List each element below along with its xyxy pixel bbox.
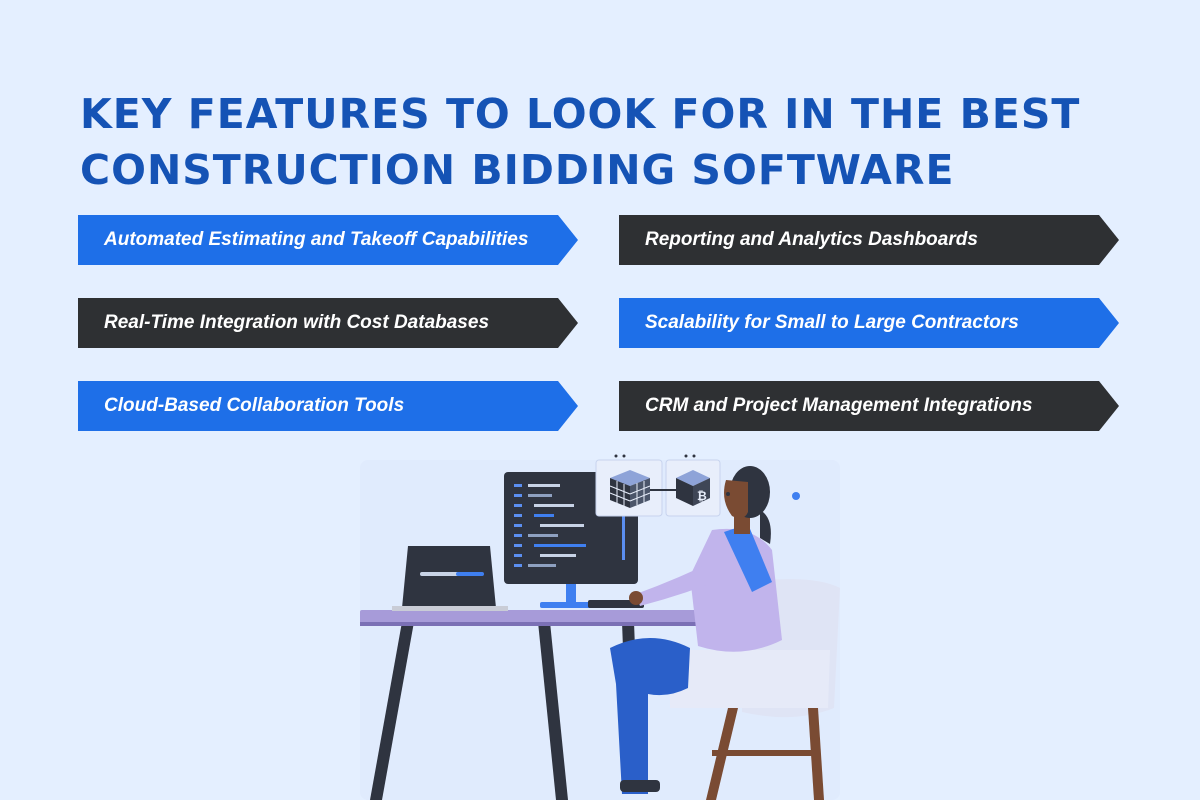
feature-banner-reporting-analytics: Reporting and Analytics Dashboards <box>619 215 1119 265</box>
feature-label: CRM and Project Management Integrations <box>645 395 1033 416</box>
feature-label: Real-Time Integration with Cost Database… <box>104 312 490 333</box>
feature-banner-crm-integrations: CRM and Project Management Integrations <box>619 381 1119 431</box>
page-title: KEY FEATURES TO LOOK FOR IN THE BEST CON… <box>80 86 1160 198</box>
page-title-line-1: KEY FEATURES TO LOOK FOR IN THE BEST <box>80 90 1081 138</box>
desk-top <box>360 610 700 624</box>
feature-label: Reporting and Analytics Dashboards <box>645 229 978 250</box>
feature-banner-automated-estimating: Automated Estimating and Takeoff Capabil… <box>78 215 578 265</box>
keyboard <box>588 600 644 608</box>
feature-label: Scalability for Small to Large Contracto… <box>645 312 1019 333</box>
cube-grid-icon <box>609 470 651 508</box>
cube-diagram-panel: ₿ <box>595 454 721 517</box>
feature-label: Automated Estimating and Takeoff Capabil… <box>104 229 529 250</box>
feature-label: Cloud-Based Collaboration Tools <box>104 395 405 416</box>
bitcoin-glyph: ₿ <box>697 489 707 503</box>
person-at-desk-illustration: ₿ <box>360 454 840 800</box>
laptop <box>392 546 508 611</box>
page-title-line-2: CONSTRUCTION BIDDING SOFTWARE <box>80 146 955 194</box>
feature-banner-cloud-collaboration: Cloud-Based Collaboration Tools <box>78 381 578 431</box>
person-figure <box>610 466 800 794</box>
feature-banner-scalability: Scalability for Small to Large Contracto… <box>619 298 1119 348</box>
feature-banner-real-time-integration: Real-Time Integration with Cost Database… <box>78 298 578 348</box>
bitcoin-cube-icon: ₿ <box>676 470 710 506</box>
